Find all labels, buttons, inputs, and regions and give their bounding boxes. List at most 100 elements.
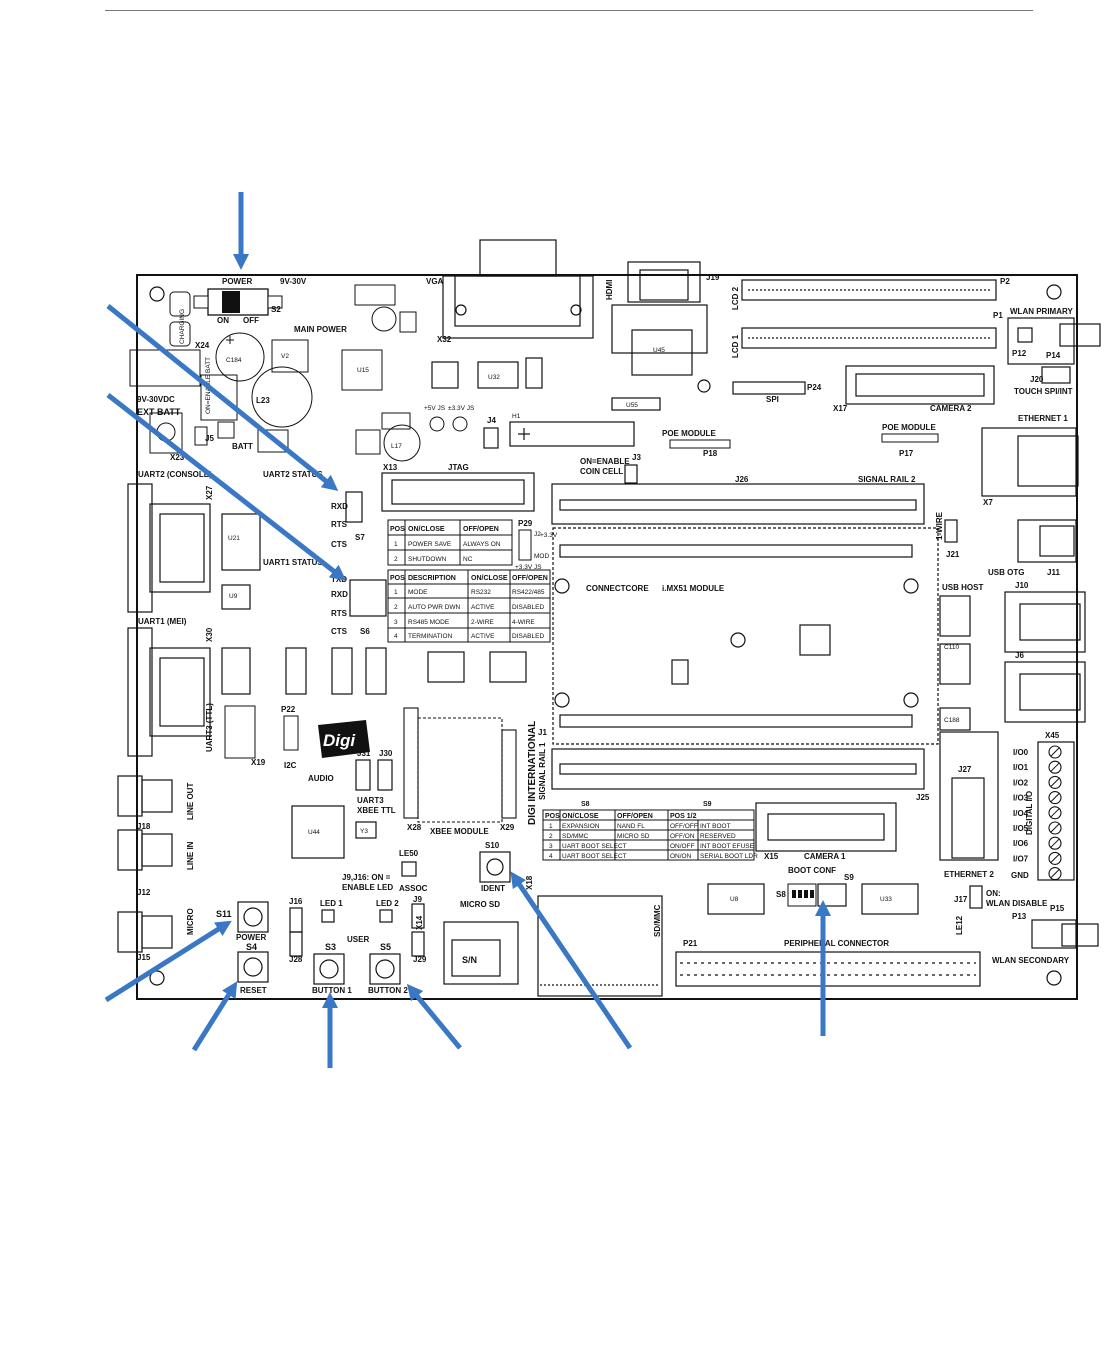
s7-r1-on: POWER SAVE [408,541,452,548]
jtag-label: JTAG [448,463,469,472]
buttons [237,901,425,985]
s8-title: S8 [581,801,590,808]
usb-otg-label: USB OTG [988,568,1024,577]
audio-block [117,759,393,953]
s8-r3-on: UART BOOT SELECT [562,843,627,850]
s5-label: S5 [380,942,391,952]
touch-label: TOUCH SPI/INT [1014,387,1073,396]
coin-cell-label: COIN CELL [580,467,623,476]
s7-h-on: ON/CLOSE [408,526,445,533]
board-outline [136,274,1078,1000]
power-button-label: POWER [236,933,266,942]
lcd-connectors [732,279,997,405]
s6-r2-pos: 2 [394,604,398,611]
terminal-screw [1048,791,1062,805]
terminal-screw [1048,836,1062,850]
x13-label: X13 [383,463,398,472]
p21-label: P21 [683,939,698,948]
c188-label: C188 [944,717,960,724]
line-out-label: LINE OUT [186,783,195,820]
vga-label: VGA [426,277,444,286]
rts-label-1: RTS [331,520,348,529]
uart-connectors [127,483,527,757]
svg-text:Digi: Digi [323,731,356,750]
s6-r4-on: ACTIVE [471,633,495,640]
s9-h-pos: POS 1/2 [670,813,697,820]
io-pin-label: I/O5 [1013,824,1029,833]
xbee-ttl-label: XBEE TTL [357,806,396,815]
terminal-screw [1048,760,1062,774]
x18-label: X18 [525,875,534,890]
s7-r1-off: ALWAYS ON [463,541,501,548]
x45-terminal [1037,741,1075,881]
s9-r4-a: ON/ON [670,853,692,860]
u9-label: U9 [229,593,238,600]
x15-label: X15 [764,852,779,861]
s6-label: S6 [360,627,370,636]
p29-jumper [518,529,532,561]
j3-label: J3 [632,453,641,462]
camera2-label: CAMERA 2 [930,404,972,413]
x24-label: X24 [195,341,210,350]
p1-label: P1 [993,311,1003,320]
j4-label: J4 [487,416,496,425]
table-s8: S8 POS ON/CLOSE OFF/OPEN 1 EXPANSION NAN… [542,801,669,861]
s6-h-pos: POS [390,575,405,582]
micro-sd-label: MICRO SD [460,900,500,909]
s6-r1-pos: 1 [394,589,398,596]
u45-label: U45 [653,347,665,354]
cts-label-1: CTS [331,540,348,549]
5v-js-label: +5V JS [424,405,446,412]
jtag-header [381,472,535,512]
x28-label: X28 [407,823,422,832]
boot-conf-label: BOOT CONF [788,866,836,875]
s9-r2-a: OFF/ON [670,833,695,840]
u44-label: U44 [308,829,320,836]
s8-r4-pos: 4 [549,853,553,860]
arrow-power-button [104,920,232,1003]
terminal-screw-slot [1050,823,1060,833]
p29-label: P29 [518,519,533,528]
s8-r1-off: NAND FL [617,823,645,830]
s6-r1-off: RS422/485 [512,589,545,596]
s9-r2-b: RESERVED [700,833,736,840]
s3-label: S3 [325,942,336,952]
hdmi-connector [611,261,711,411]
s6-r3-off: 4-WIRE [512,619,535,626]
c110-label: C110 [944,644,959,651]
s8-r2-pos: 2 [549,833,553,840]
c184-label: C184 [226,357,242,364]
s9-r4-b: SERIAL BOOT LDR [700,853,758,860]
io-pin-labels: I/O0I/O1I/O2I/O3I/O4I/O5I/O6I/O7 [1013,748,1029,863]
p17-label: P17 [899,449,914,458]
s6-r2-desc: AUTO PWR DWN [408,604,461,611]
j11-label: J11 [1047,568,1060,577]
wlan-disable-label: WLAN DISABLE [986,899,1048,908]
u33-label: U33 [880,896,892,903]
j26-label: J26 [735,475,749,484]
x32-label: X32 [437,335,452,344]
s8-r2-off: MICRO SD [617,833,650,840]
s6-r4-off: DISABLED [512,633,544,640]
sd-mmc-label: SD/MMC [653,904,662,937]
arrow-ident [510,871,633,1050]
cts-label-2: CTS [331,627,348,636]
digi-logo: Digi [318,720,370,758]
s8-r4-on: UART BOOT SELECT [562,853,627,860]
p24-label: P24 [807,383,822,392]
signal-rail1-label: SIGNAL RAIL 1 [538,742,547,800]
audio-label: AUDIO [308,774,334,783]
j17-label: J17 [954,895,968,904]
terminal-screw [1048,821,1062,835]
j2-label: J2 [534,531,541,538]
vga-connector [431,239,594,389]
1wire-label: 1-WIRE [935,511,944,540]
digital-io-label: DIGITAL I/O [1025,791,1034,835]
s7-r2-on: SHUTDOWN [408,556,447,563]
signal-rail-2 [551,483,925,790]
io-pin-label: I/O4 [1013,809,1029,818]
wlan-primary-label: WLAN PRIMARY [1010,307,1073,316]
uart3-ttl-header [224,705,299,759]
terminal-screw [1048,745,1062,759]
io-pin-label: I/O6 [1013,839,1029,848]
